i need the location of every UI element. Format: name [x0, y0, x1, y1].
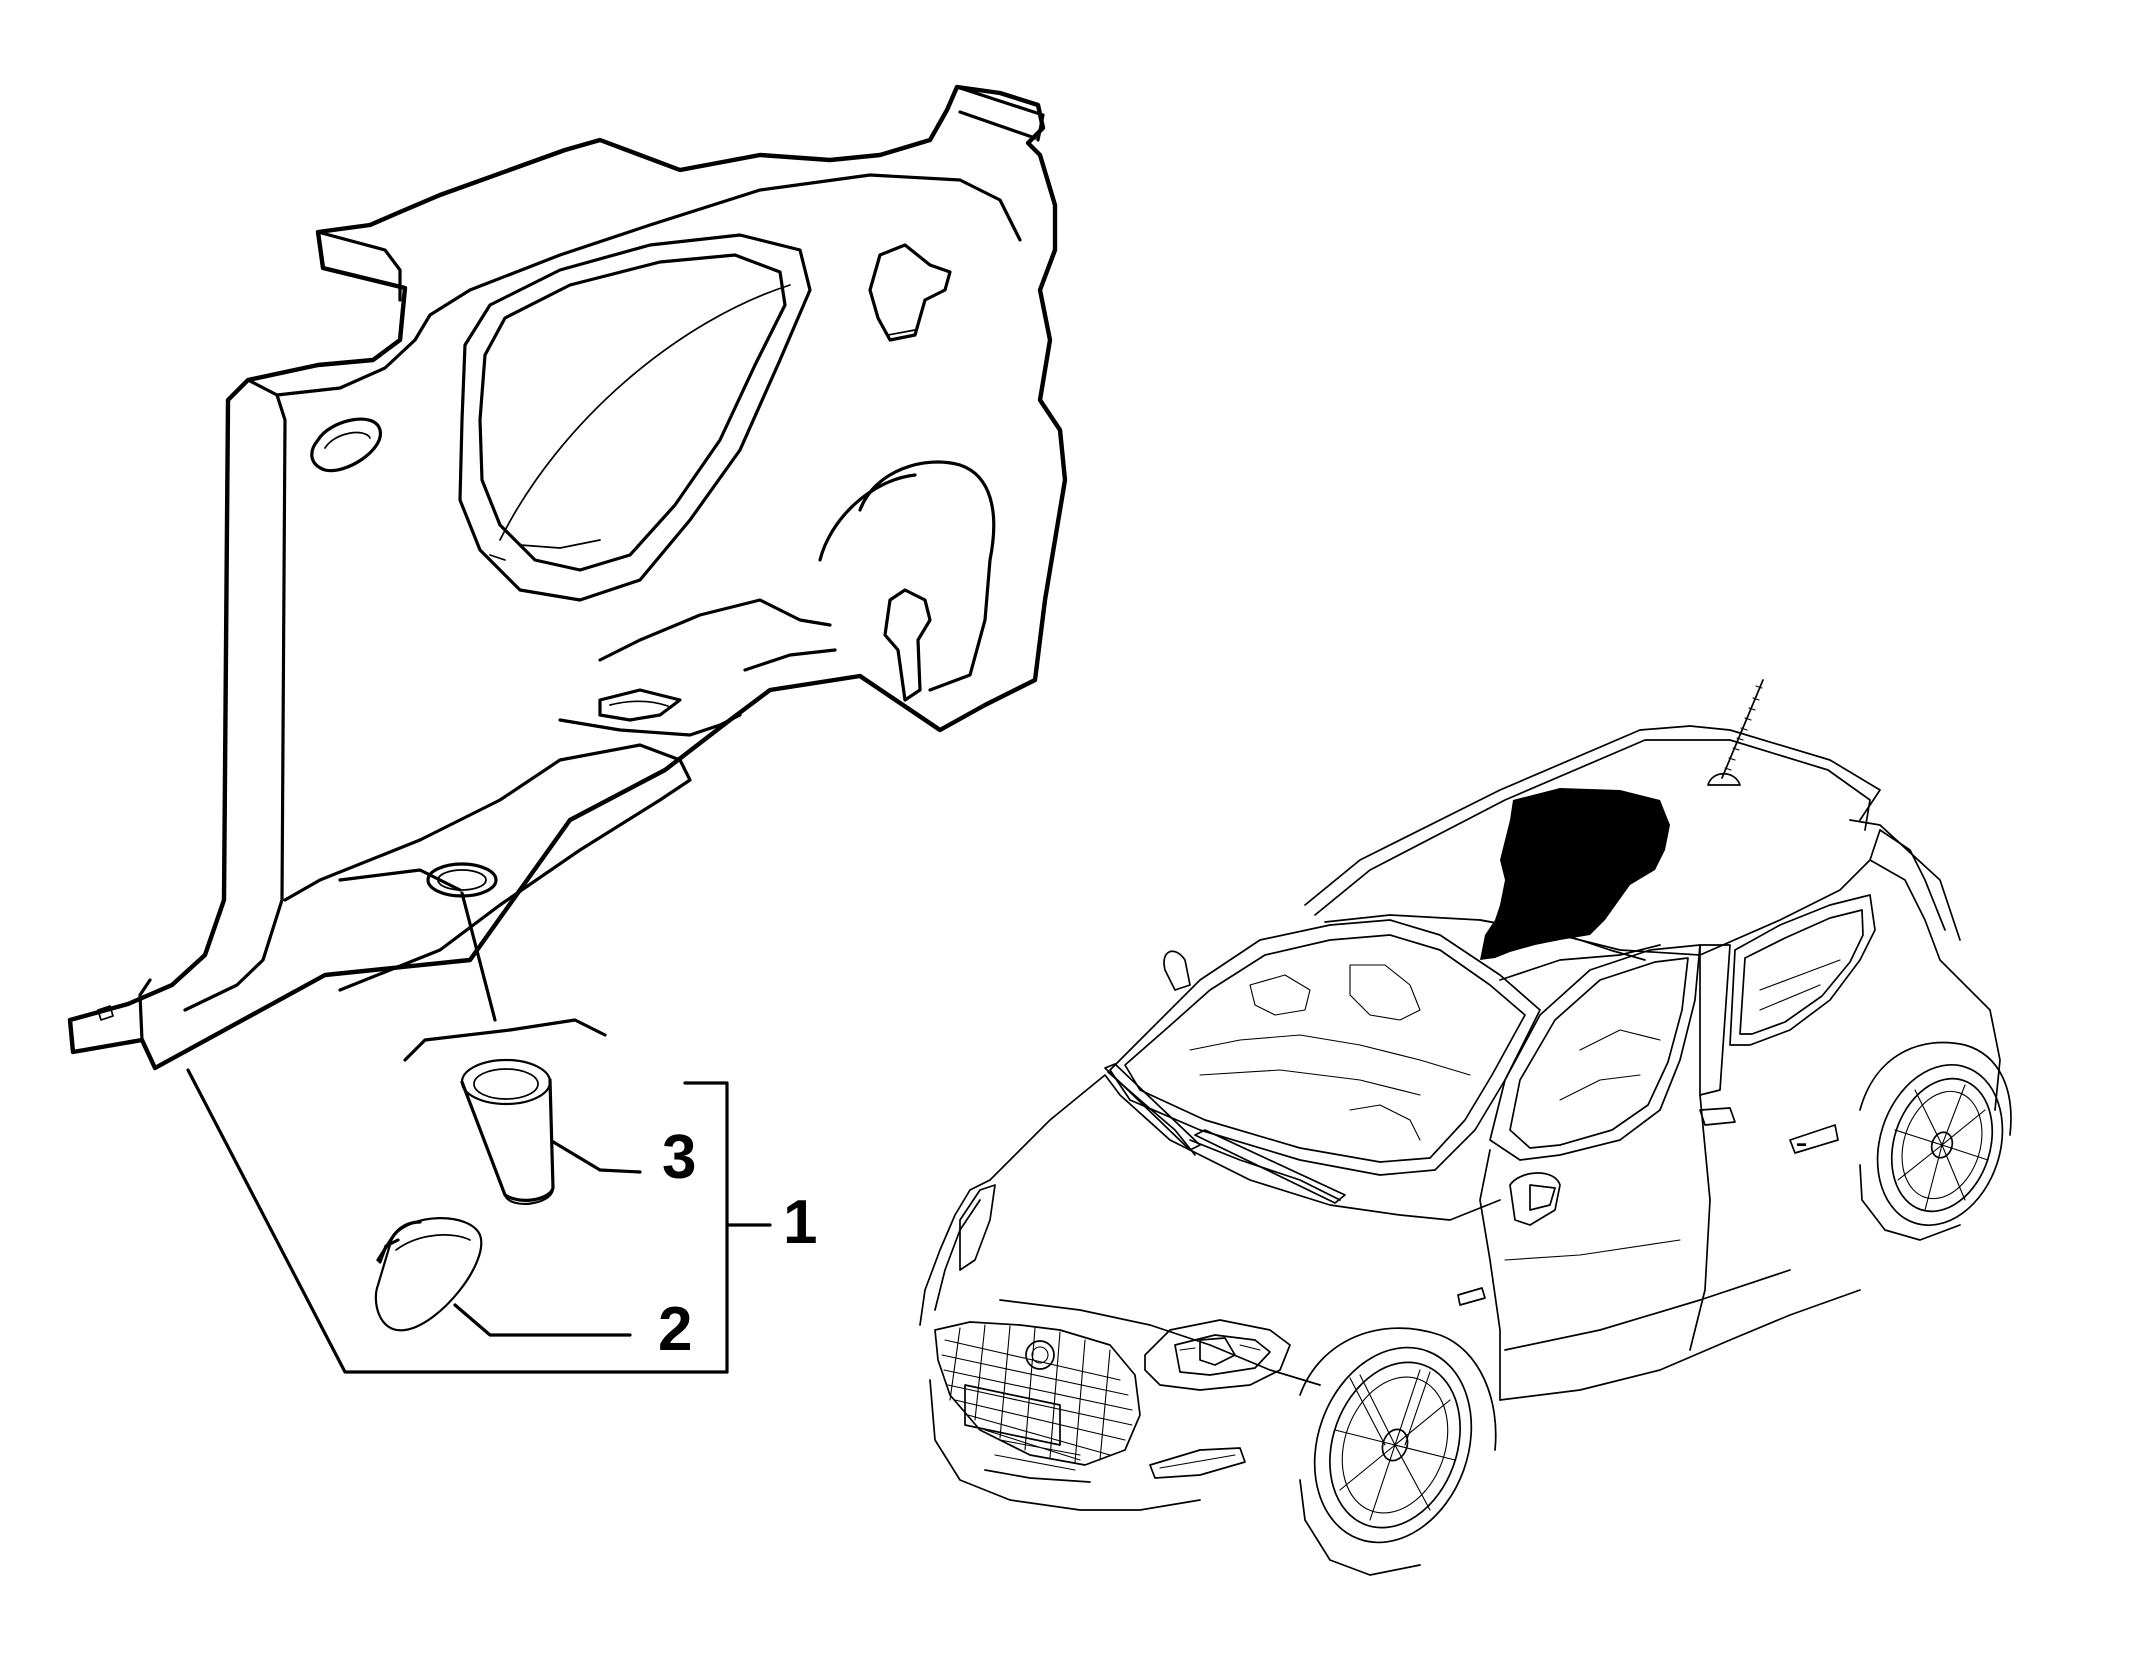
- callout-plug: 3: [662, 1123, 696, 1192]
- quarter-trim-panel: [67, 84, 1068, 1071]
- front-wheel-spokes: [1334, 1369, 1456, 1521]
- grille-mesh: [941, 1324, 1133, 1464]
- leader-lines: [186, 891, 772, 1374]
- cap-part: [374, 1217, 483, 1332]
- callout-cap: 2: [658, 1295, 692, 1364]
- callout-assembly: 1: [783, 1188, 817, 1257]
- plug-part: [460, 1058, 555, 1205]
- highlighted-roof-lining: [1480, 788, 1670, 960]
- side-badge-mark: ▬: [1797, 1138, 1806, 1148]
- rear-wheel-spokes: [1894, 1084, 1989, 1211]
- car-illustration: ▬: [919, 679, 2012, 1576]
